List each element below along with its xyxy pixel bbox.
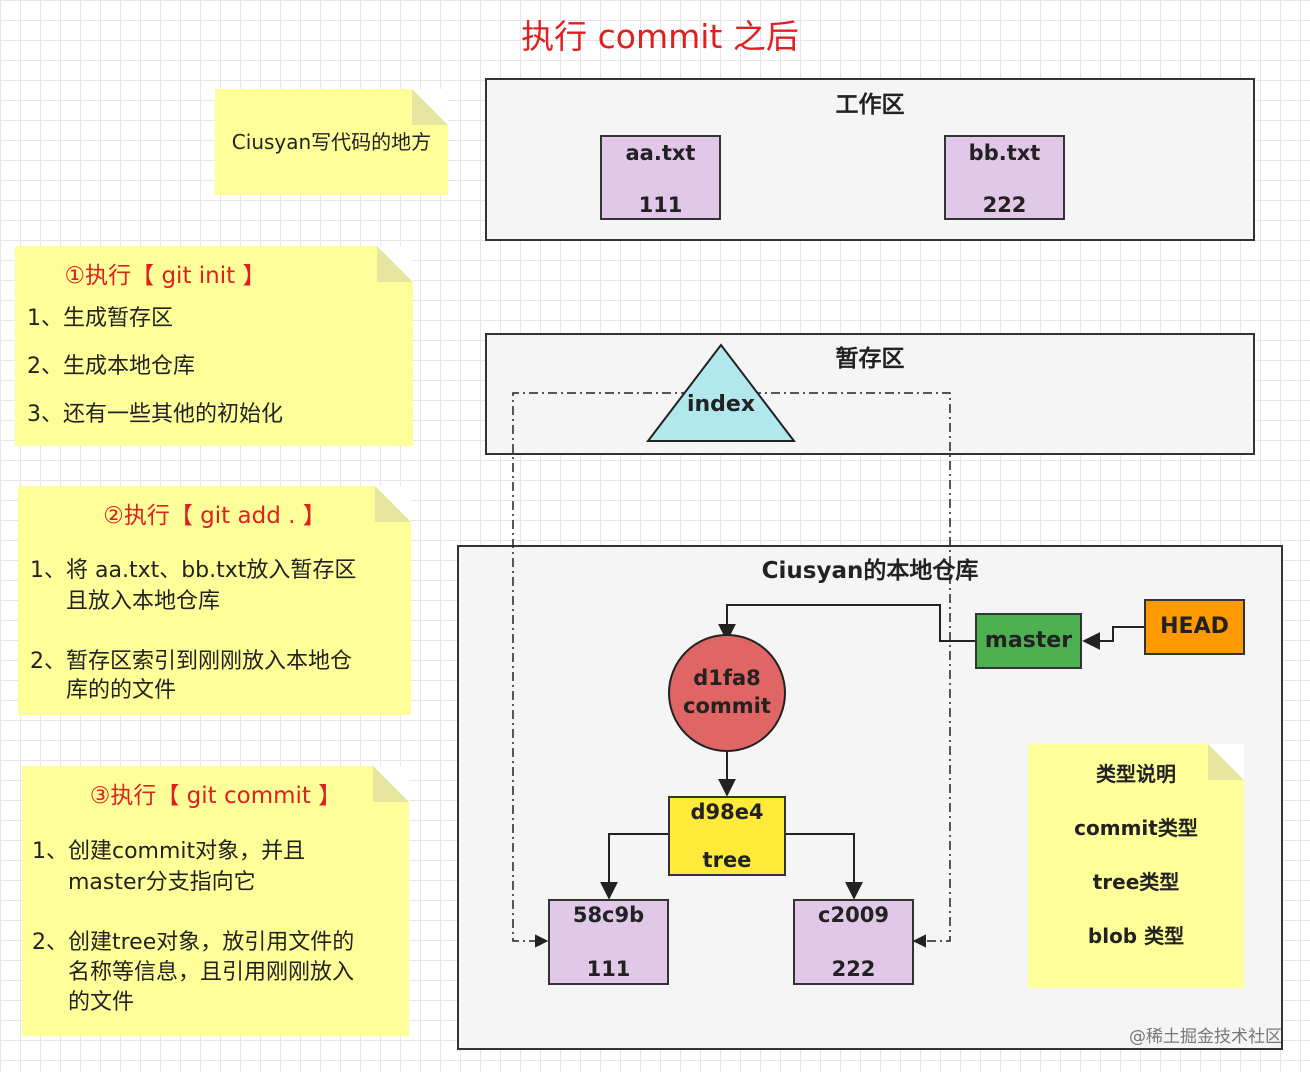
git-commit-heading: ③执行【 git commit 】 <box>89 783 342 809</box>
workspace-file-aa: aa.txt 111 <box>600 135 721 220</box>
blob-object-1: 58c9b 111 <box>548 899 669 985</box>
legend-item-commit: commit类型 <box>1074 816 1198 840</box>
blob-object-2: c2009 222 <box>793 899 914 985</box>
staging-zone: 暂存区 <box>485 333 1255 455</box>
blob-hash: c2009 <box>818 903 889 927</box>
repo-title: Ciusyan的本地仓库 <box>761 558 979 584</box>
note-fold-icon <box>375 486 411 522</box>
git-add-heading: ②执行【 git add . 】 <box>103 503 326 529</box>
note-fold-icon <box>377 246 413 282</box>
tree-object: d98e4 tree <box>668 796 786 876</box>
file-content: 111 <box>638 193 683 217</box>
head-pointer: HEAD <box>1144 599 1245 655</box>
git-add-line-4: 库的的文件 <box>66 678 177 703</box>
git-init-line-1: 1、生成暂存区 <box>27 306 173 331</box>
file-content: 222 <box>982 193 1027 217</box>
git-init-line-3: 3、还有一些其他的初始化 <box>27 402 283 427</box>
file-name: aa.txt <box>625 141 696 165</box>
workspace-note-text: Ciusyan写代码的地方 <box>231 130 432 154</box>
git-init-note: ①执行【 git init 】 1、生成暂存区 2、生成本地仓库 3、还有一些其… <box>15 246 413 446</box>
blob-hash: 58c9b <box>572 903 645 927</box>
git-init-heading: ①执行【 git init 】 <box>64 263 266 289</box>
legend-item-tree: tree类型 <box>1092 870 1180 894</box>
git-commit-note: ③执行【 git commit 】 1、创建commit对象，并且 master… <box>22 766 409 1036</box>
type-legend-note: 类型说明 commit类型 tree类型 blob 类型 <box>1028 744 1244 988</box>
staging-title: 暂存区 <box>835 346 905 372</box>
git-add-line-2: 且放入本地仓库 <box>66 589 221 614</box>
head-label: HEAD <box>1160 614 1229 639</box>
git-commit-line-5: 的文件 <box>68 990 135 1015</box>
diagram-title: 执行 commit 之后 <box>521 17 799 56</box>
watermark: @稀土掘金技术社区 <box>1129 1027 1282 1047</box>
legend-title: 类型说明 <box>1096 762 1176 786</box>
tree-to-blob2-arrow <box>785 833 863 900</box>
tree-type: tree <box>702 848 752 872</box>
note-fold-icon <box>1208 744 1244 780</box>
index-triangle <box>645 343 797 442</box>
blob-content: 111 <box>586 957 631 981</box>
master-branch: master <box>975 613 1082 669</box>
blob-content: 222 <box>831 957 876 981</box>
head-to-master-arrow <box>1082 626 1145 650</box>
index-label: index <box>686 392 756 417</box>
commit-hash-label: d1fa8 <box>693 666 761 690</box>
git-commit-line-4: 名称等信息，且引用刚刚放入 <box>68 960 355 985</box>
branch-label: master <box>984 628 1073 653</box>
git-commit-line-2: master分支指向它 <box>68 870 256 895</box>
master-to-commit-arrow <box>718 604 975 642</box>
workspace-file-bb: bb.txt 222 <box>944 135 1065 220</box>
index-ref-right-line <box>752 392 951 948</box>
git-add-note: ②执行【 git add . 】 1、将 aa.txt、bb.txt放入暂存区 … <box>18 486 411 715</box>
tree-to-blob1-arrow <box>600 833 668 900</box>
git-init-line-2: 2、生成本地仓库 <box>27 354 195 379</box>
note-fold-icon <box>373 766 409 802</box>
index-ref-left-line <box>512 392 690 948</box>
git-add-line-1: 1、将 aa.txt、bb.txt放入暂存区 <box>30 558 357 583</box>
file-name: bb.txt <box>968 141 1041 165</box>
commit-type-label: commit <box>683 694 771 718</box>
note-fold-icon <box>412 89 448 125</box>
git-commit-line-3: 2、创建tree对象，放引用文件的 <box>32 930 355 955</box>
workspace-note: Ciusyan写代码的地方 <box>215 89 448 195</box>
workspace-title: 工作区 <box>835 92 905 118</box>
git-add-line-3: 2、暂存区索引到刚刚放入本地仓 <box>30 649 352 674</box>
tree-hash: d98e4 <box>690 800 764 824</box>
git-commit-line-1: 1、创建commit对象，并且 <box>32 839 306 864</box>
legend-item-blob: blob 类型 <box>1087 924 1185 948</box>
commit-circle <box>668 634 786 752</box>
